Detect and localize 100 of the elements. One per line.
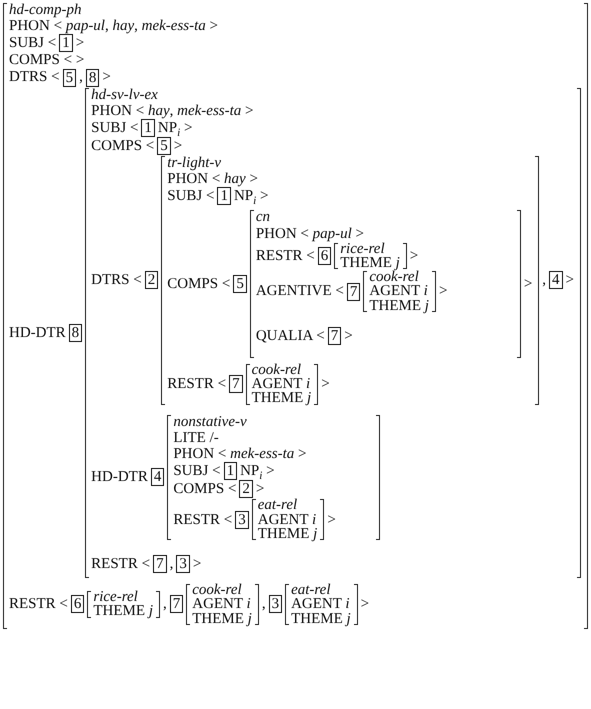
- feature-text: >: [192, 556, 202, 572]
- feature-text: THEME j: [369, 298, 429, 313]
- type-name: tr-light-v: [167, 154, 222, 172]
- type-name: cook-rel: [252, 362, 302, 378]
- feature-matrix: [334, 242, 407, 270]
- feature-matrix: [87, 590, 160, 619]
- type-name: cook-rel: [192, 583, 242, 598]
- type-name: hd-sv-lv-ex: [91, 86, 158, 103]
- boxed-tag: 5: [233, 275, 247, 294]
- feature-text: THEME j: [340, 256, 400, 270]
- boxed-tag: 7: [229, 375, 243, 394]
- feature-matrix: [246, 362, 318, 406]
- feature-matrix: [85, 86, 581, 579]
- feature-text: RESTR <: [173, 512, 232, 528]
- feature-matrix: [363, 270, 436, 313]
- feature-text: COMPS <: [91, 138, 154, 154]
- feature-text: DTRS <: [9, 69, 60, 86]
- feature-text: RESTR <: [91, 556, 150, 572]
- feature-text: >: [566, 272, 574, 288]
- feature-text: COMPS < >: [9, 52, 84, 69]
- feature-text: RESTR <: [256, 248, 315, 264]
- feature-matrix: [285, 583, 358, 626]
- feature-text: AGENT i: [252, 377, 310, 392]
- feature-text: SUBJ <: [173, 463, 221, 480]
- feature-text: THEME j: [258, 526, 318, 541]
- feature-text: THEME j: [192, 612, 252, 626]
- boxed-tag: 8: [68, 324, 82, 342]
- boxed-tag: 1: [224, 462, 238, 480]
- feature-text: LITE /-: [173, 430, 219, 446]
- boxed-tag: 6: [318, 246, 332, 265]
- feature-text: THEME j: [252, 391, 312, 406]
- feature-text: PHON < hay >: [167, 171, 258, 188]
- feature-text: NP$_{i}$ >: [240, 463, 275, 480]
- feature-text: >: [256, 481, 264, 498]
- feature-text: QUALIA <: [256, 328, 325, 344]
- boxed-tag: 2: [144, 271, 158, 290]
- feature-text: >: [174, 138, 182, 154]
- feature-text: >: [410, 248, 418, 264]
- type-name: rice-rel: [93, 590, 138, 604]
- feature-text: ,: [542, 272, 546, 288]
- boxed-tag: 2: [239, 480, 253, 498]
- feature-text: RESTR <: [9, 596, 68, 612]
- feature-text: >: [344, 328, 353, 344]
- type-name: rice-rel: [340, 242, 385, 256]
- feature-text: >: [524, 276, 532, 292]
- feature-text: AGENT i: [192, 597, 251, 612]
- boxed-tag: 6: [70, 595, 84, 614]
- feature-text: RESTR <: [167, 376, 226, 392]
- feature-text: AGENT i: [258, 512, 316, 527]
- type-name: eat-rel: [291, 583, 331, 598]
- feature-text: AGENT i: [291, 597, 350, 612]
- feature-text: NP$_{i}$ >: [234, 188, 269, 204]
- feature-text: HD-DTR: [9, 324, 66, 341]
- feature-text: SUBJ <: [9, 35, 56, 52]
- feature-text: PHON < pap-ul, hay, mek-ess-ta >: [9, 18, 218, 34]
- feature-matrix: [161, 154, 540, 406]
- boxed-tag: 7: [153, 555, 167, 573]
- feature-matrix: [250, 209, 521, 359]
- feature-text: ,: [170, 556, 174, 572]
- feature-matrix: [167, 414, 380, 541]
- boxed-tag: 3: [268, 595, 282, 614]
- boxed-tag: 1: [59, 34, 73, 52]
- feature-text: COMPS <: [167, 276, 230, 292]
- feature-text: COMPS <: [173, 481, 236, 498]
- feature-text: >: [321, 376, 330, 392]
- type-name: cn: [256, 209, 270, 226]
- feature-text: SUBJ <: [167, 188, 214, 204]
- feature-text: DTRS <: [91, 272, 142, 288]
- feature-text: SUBJ <: [91, 120, 138, 136]
- feature-text: ,: [162, 596, 167, 612]
- feature-text: PHON < pap-ul >: [256, 226, 364, 242]
- boxed-tag: 5: [157, 136, 171, 155]
- feature-matrix: [252, 498, 324, 541]
- boxed-tag: 7: [170, 595, 184, 614]
- boxed-tag: 1: [217, 187, 231, 206]
- boxed-tag: 8: [86, 68, 100, 87]
- boxed-tag: 3: [235, 510, 249, 529]
- feature-matrix: [186, 583, 259, 626]
- feature-text: >: [102, 69, 111, 86]
- feature-text: AGENTIVE <: [256, 283, 344, 300]
- boxed-tag: 7: [328, 326, 342, 345]
- type-name: eat-rel: [258, 498, 298, 512]
- feature-text: AGENT i: [369, 284, 428, 299]
- feature-text: HD-DTR: [91, 469, 148, 486]
- feature-text: ,: [262, 596, 266, 612]
- type-name: nonstative-v: [173, 414, 247, 430]
- feature-text: THEME j: [93, 604, 153, 619]
- feature-text: PHON < mek-ess-ta >: [173, 446, 307, 462]
- feature-text: PHON < hay, mek-ess-ta >: [91, 102, 254, 119]
- feature-text: >: [327, 512, 336, 528]
- boxed-tag: 5: [62, 68, 76, 87]
- feature-text: >: [438, 283, 448, 300]
- feature-text: THEME j: [291, 612, 351, 626]
- feature-matrix: [3, 2, 588, 630]
- type-name: cook-rel: [369, 270, 419, 284]
- type-name: hd-comp-ph: [9, 2, 82, 18]
- boxed-tag: 1: [141, 118, 155, 137]
- feature-text: >: [76, 35, 84, 52]
- boxed-tag: 7: [346, 282, 360, 301]
- feature-text: >: [360, 596, 370, 612]
